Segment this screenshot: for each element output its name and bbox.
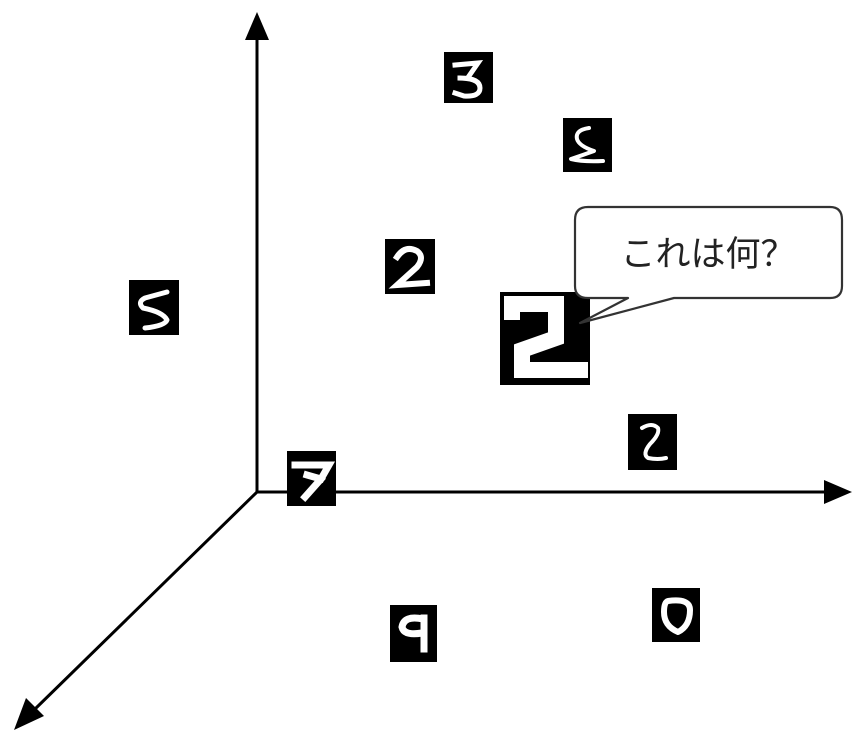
digit-tiles — [129, 52, 700, 662]
z-axis — [32, 490, 259, 712]
digit-tile-5 — [129, 280, 179, 335]
axes — [14, 12, 852, 730]
callout-bubble — [573, 205, 844, 325]
digit-tile-9 — [390, 605, 437, 662]
digit-tile-3-rotated — [563, 118, 612, 172]
digit-tile-2-query — [500, 292, 590, 385]
digit-tile-0 — [652, 588, 700, 642]
digit-tile-7 — [287, 451, 336, 506]
callout: これは何？ — [573, 205, 844, 325]
x-axis-arrowhead — [824, 480, 852, 504]
digit-tile-2-small — [385, 239, 435, 294]
digit-tile-3 — [444, 52, 493, 103]
y-axis-arrowhead — [245, 12, 269, 40]
callout-text: これは何？ — [620, 235, 795, 275]
digit-tile-2-thin — [628, 414, 677, 470]
z-axis-arrowhead — [14, 698, 44, 730]
